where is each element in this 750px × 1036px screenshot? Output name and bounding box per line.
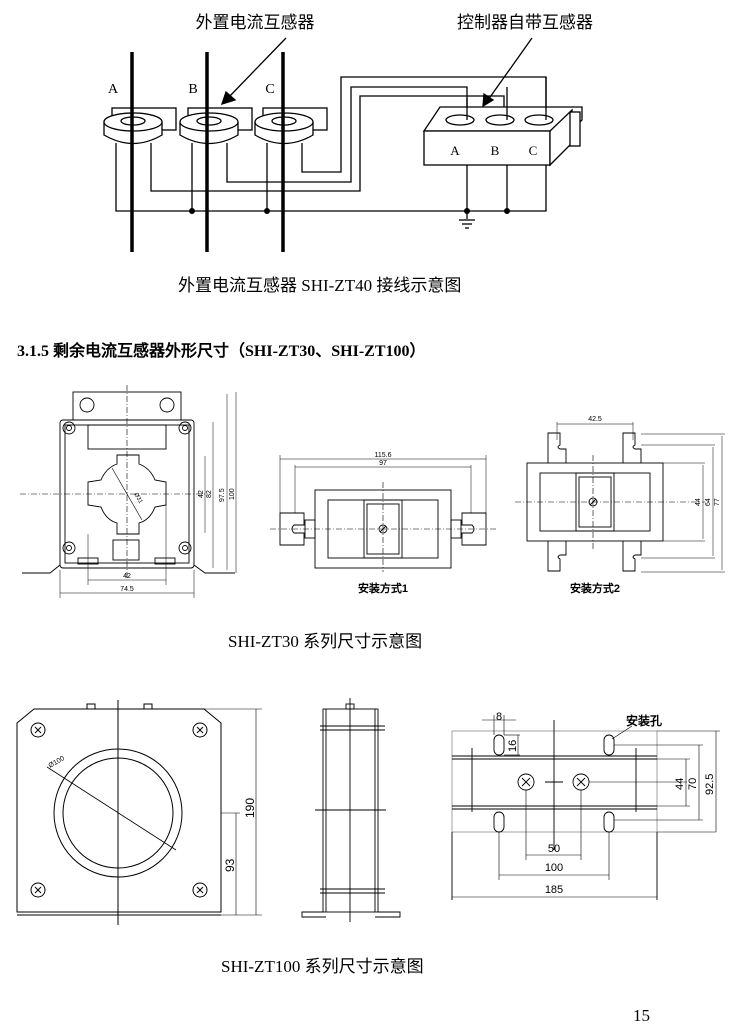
controller-phase-c: C	[529, 143, 538, 158]
dim-h3: 77	[714, 498, 721, 506]
ct-b	[179, 107, 253, 145]
dim-h2: 64	[705, 498, 712, 506]
dim-center-height: 93	[223, 858, 237, 872]
dim-h1: 42	[198, 490, 205, 498]
dim-h3: 97.5	[219, 488, 226, 502]
dim-h2: 82	[206, 490, 213, 498]
screw-icon	[30, 722, 46, 738]
zt100-bottom-view: 8 16 44 70 92.5 50 100 185 安装孔	[451, 711, 720, 900]
screw-icon	[517, 773, 535, 791]
arrow-head	[220, 90, 237, 105]
dim-h2: 70	[687, 778, 699, 790]
mounting-hole-label: 安装孔	[626, 713, 662, 728]
dim-slot-width: 8	[496, 711, 502, 723]
mount2-label: 安装方式2	[570, 581, 620, 595]
phase-label-a: A	[108, 82, 119, 97]
zt100-front-view: 190 93 Ø100	[16, 700, 262, 925]
junction-dot	[189, 208, 195, 214]
controller-phase-b: B	[491, 143, 500, 158]
dim-h1: 44	[674, 778, 686, 790]
caption-zt30: SHI-ZT30 系列尺寸示意图	[228, 632, 423, 651]
ct-c	[254, 107, 328, 145]
dim-w3: 185	[545, 884, 563, 896]
dim-top: 42.5	[588, 416, 602, 423]
dim-w2: 100	[545, 862, 563, 874]
phase-label-b: B	[188, 82, 197, 97]
zt30-front-view: 42 74.5 42 82 97.5 100 Ø31	[20, 385, 237, 598]
dim-diagonal: Ø31	[132, 492, 143, 505]
zt100-side-view	[301, 698, 401, 922]
dim-inner: 97	[379, 460, 387, 467]
arrow-head	[482, 92, 495, 108]
dim-height: 190	[243, 798, 257, 818]
arrow-controller-ct	[487, 37, 533, 101]
dim-diameter: Ø100	[48, 755, 66, 770]
mount1-label: 安装方式1	[358, 581, 408, 595]
junction-dot	[264, 208, 270, 214]
screw-icon	[30, 882, 46, 898]
dim-h4: 100	[229, 488, 236, 500]
section-heading: 3.1.5 剩余电流互感器外形尺寸（SHI-ZT30、SHI-ZT100）	[17, 343, 426, 360]
page-number: 15	[633, 1006, 650, 1025]
ct-a	[103, 107, 177, 145]
controller-phase-a: A	[450, 143, 460, 158]
caption-zt100: SHI-ZT100 系列尺寸示意图	[221, 957, 424, 976]
dim-width-inner: 42	[123, 573, 131, 580]
screw-icon	[192, 882, 208, 898]
dim-h1: 44	[695, 498, 702, 506]
dim-width-outer: 74.5	[120, 586, 134, 593]
wiring-diagram: 外置电流互感器 控制器自带互感器 A B C A B C	[103, 13, 593, 252]
dim-h3: 92.5	[704, 774, 716, 795]
junction-dot	[464, 208, 470, 214]
phase-label-c: C	[265, 82, 274, 97]
dim-w1: 50	[548, 843, 560, 855]
label-external-ct: 外置电流互感器	[196, 13, 315, 32]
arrow-external-ct	[227, 37, 287, 99]
caption-wiring-diagram: 外置电流互感器 SHI-ZT40 接线示意图	[178, 276, 462, 295]
screw-icon	[192, 722, 208, 738]
dim-outer: 115.6	[375, 452, 392, 459]
zt30-mount1-view: 115.6 97 安装方式1	[270, 452, 498, 595]
controller-ct-block	[422, 77, 583, 167]
label-controller-ct: 控制器自带互感器	[457, 13, 593, 32]
dim-slot-height: 16	[507, 740, 519, 752]
junction-dot	[504, 208, 510, 214]
zt30-mount2-view: 42.5 44 64 77 安装方式2	[515, 416, 725, 595]
screw-icon	[572, 773, 590, 791]
